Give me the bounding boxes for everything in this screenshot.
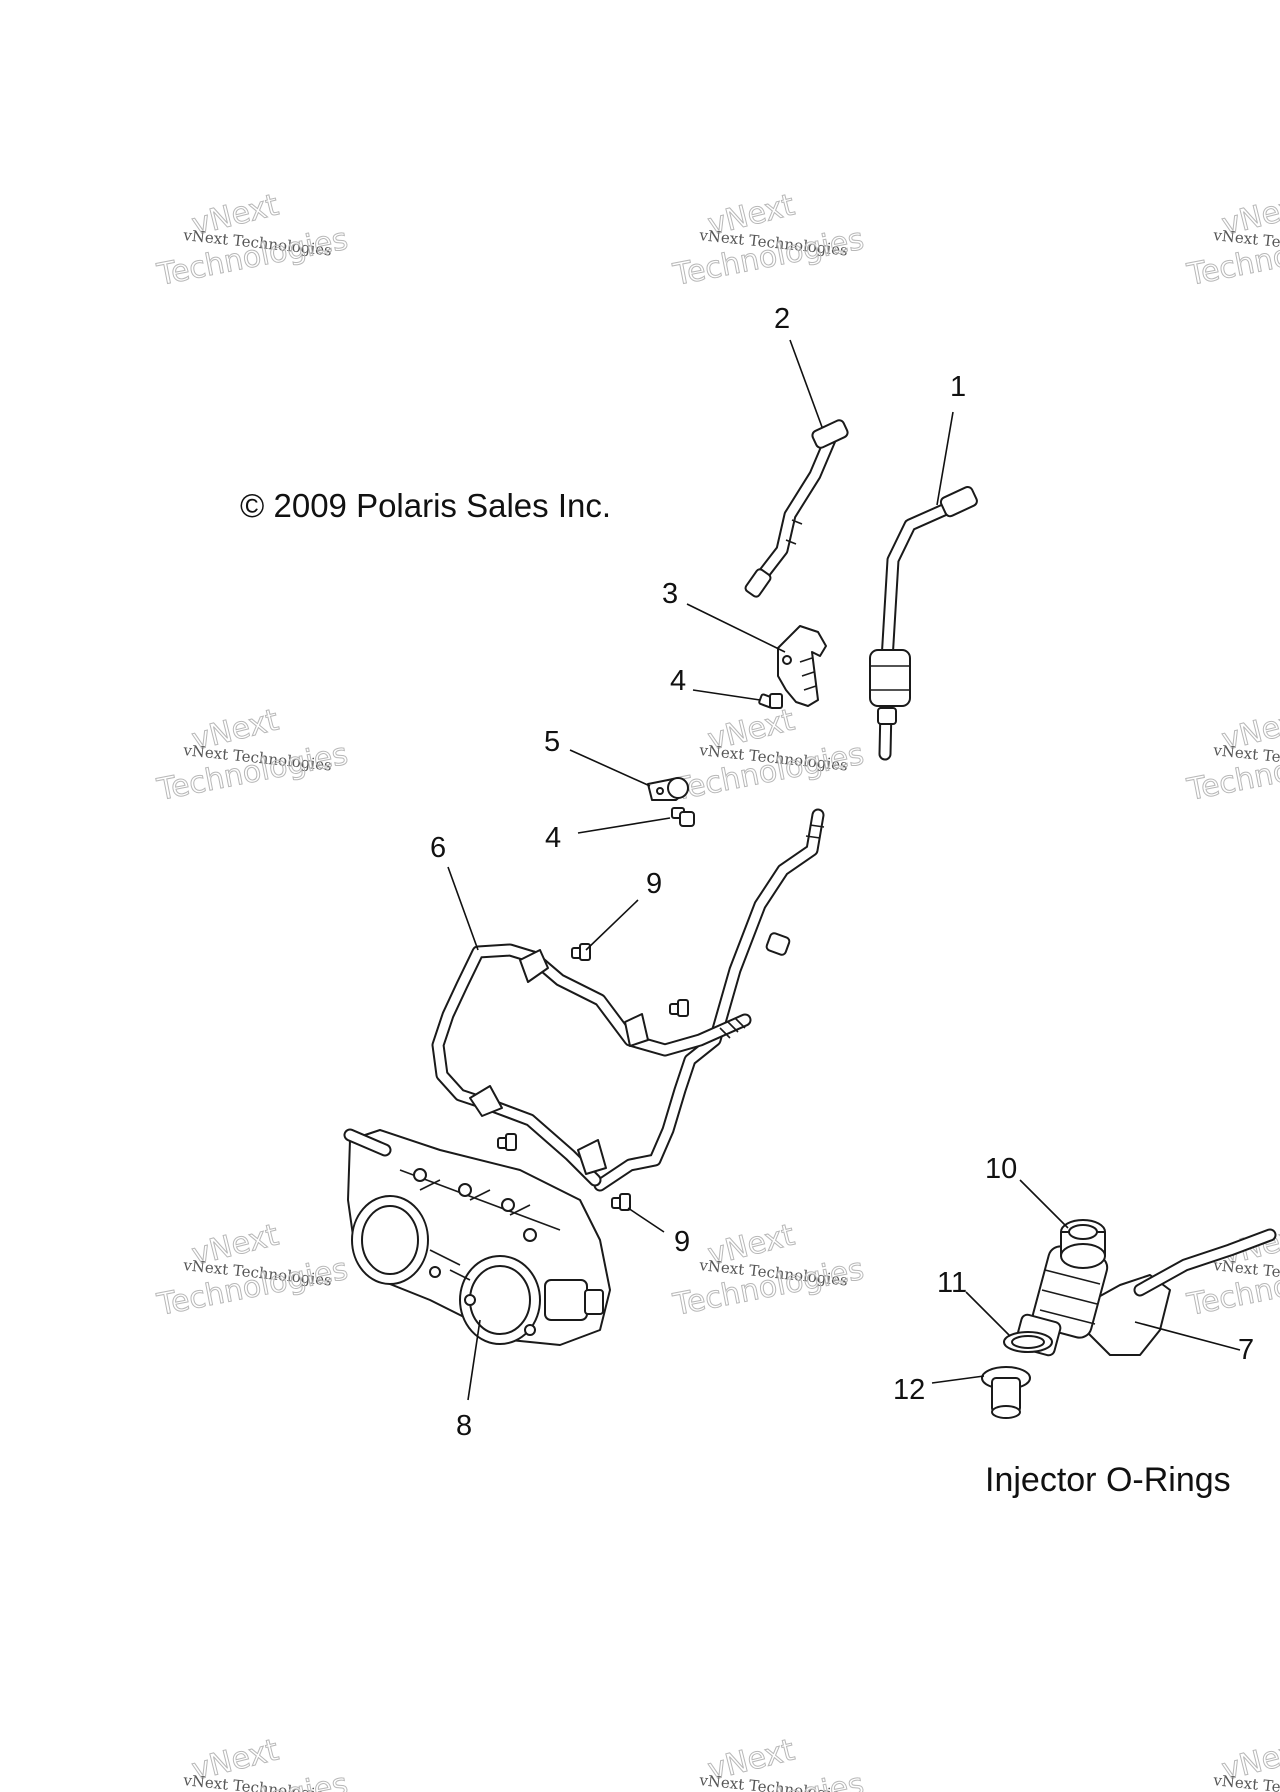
watermark: vNext vNext Technologies Technologies	[669, 702, 867, 809]
injector-orings-caption: Injector O-Rings	[985, 1461, 1231, 1499]
part-4-screw-upper	[758, 693, 783, 709]
watermark: vNext vNext Technologies Technologies	[1183, 187, 1280, 294]
watermark: vNext vNext Technologies Technologies	[153, 187, 351, 294]
callout-4-upper: 4	[670, 665, 686, 697]
part-4-screw-lower	[671, 807, 695, 827]
part-5-clamp	[647, 777, 689, 801]
callout-4-lower: 4	[545, 822, 561, 854]
watermark: vNext vNext Technologies Technologies	[1183, 702, 1280, 809]
leader-lines	[447, 339, 1241, 1401]
watermarks: vNext vNext Technologies Technologies vN…	[153, 187, 1280, 1792]
callout-5: 5	[544, 726, 560, 758]
watermark: vNext vNext Technologies Technologies	[153, 1217, 351, 1324]
watermark: vNext vNext Technologies Technologies	[153, 1732, 351, 1792]
copyright-notice: © 2009 Polaris Sales Inc.	[240, 487, 611, 524]
part-9-bolt-lower	[611, 1193, 631, 1211]
watermark: vNext vNext Technologies Technologies	[669, 1732, 867, 1792]
part-8-throttle-body	[343, 1128, 611, 1346]
svg-text:vNext Technologies: vNext Technologies	[1212, 1771, 1280, 1792]
watermark: vNext vNext Technologies Technologies	[669, 1217, 867, 1324]
part-2-fuel-hose	[744, 419, 849, 598]
callout-9-lower: 9	[674, 1226, 690, 1258]
callout-6: 6	[430, 832, 446, 864]
part-9-bolt-left	[497, 1133, 517, 1151]
part-3-bracket	[777, 625, 827, 707]
watermark: vNext vNext Technologies Technologies	[153, 702, 351, 809]
part-11-oring-mid	[1003, 1331, 1053, 1353]
callout-3: 3	[662, 578, 678, 610]
part-1-fuel-line-filter	[869, 485, 978, 761]
watermark: vNext vNext Technologies Technologies	[669, 187, 867, 294]
callout-10: 10	[985, 1153, 1017, 1185]
callout-9-upper: 9	[646, 868, 662, 900]
callout-12: 12	[893, 1374, 925, 1406]
part-12-oring-bottom	[981, 1366, 1031, 1419]
callout-11: 11	[937, 1267, 967, 1299]
part-7-fuel-injector	[1014, 1228, 1277, 1357]
callout-8: 8	[456, 1410, 472, 1442]
watermark: vNext vNext Technologies Technologies	[1183, 1732, 1280, 1792]
callout-2: 2	[774, 303, 790, 335]
callout-7: 7	[1238, 1334, 1254, 1366]
part-6-fuel-rail	[431, 808, 825, 1192]
part-10-oring-top	[1060, 1219, 1106, 1269]
part-9-bolt-upper	[571, 943, 591, 961]
part-9-bolt-mid	[669, 999, 689, 1017]
callout-1: 1	[950, 371, 966, 403]
